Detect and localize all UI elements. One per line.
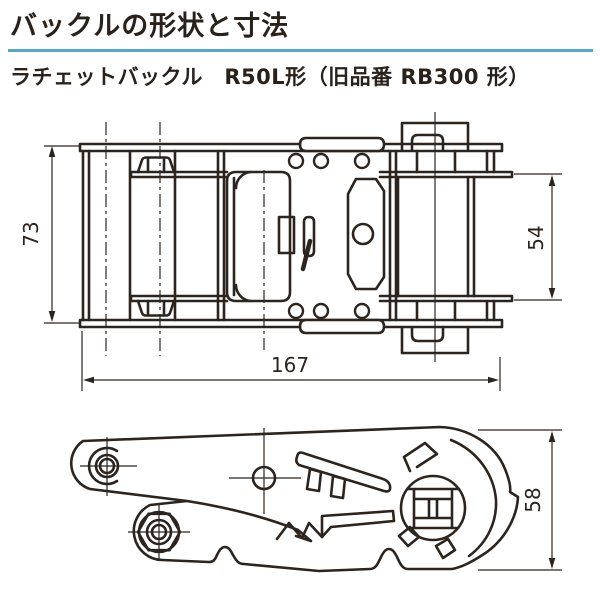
small-hole (229, 428, 301, 514)
ratchet-rack-lower (275, 509, 396, 541)
release-lever (402, 441, 439, 473)
top-view-frame (78, 142, 504, 329)
handle-pivot-hole (80, 437, 137, 496)
split-pin (300, 215, 316, 272)
dim-label-73: 73 (19, 221, 43, 246)
ratchet-rack-upper (295, 451, 392, 500)
handle-crossbar-bottom (298, 318, 386, 335)
side-view-body (69, 425, 520, 573)
hex-nut (128, 504, 190, 560)
page-header: バックルの形状と寸法 ラチェットバックル R50L形（旧品番 RB300 形） (0, 0, 600, 91)
dim-label-54: 54 (524, 225, 548, 250)
handle-crossbar-top (298, 136, 386, 153)
dimension-58-height: 58 (478, 429, 562, 571)
dimension-167-width: 167 (81, 331, 501, 391)
side-view-drawing: 58 (69, 425, 562, 573)
frame-end-assembly (378, 121, 514, 355)
webbing-slot-plate (225, 170, 292, 303)
dim-label-58: 58 (521, 487, 545, 512)
page-title: バックルの形状と寸法 (10, 11, 290, 42)
spring-section (277, 215, 296, 255)
rivets (287, 152, 371, 320)
page-subtitle: ラチェットバックル R50L形（旧品番 RB300 形） (10, 65, 530, 90)
title-underline (8, 49, 593, 53)
dimension-73-height: 73 (19, 145, 80, 324)
webbing-spool (397, 474, 467, 560)
dimension-54-height: 54 (514, 173, 562, 301)
hex-bolt-bottom (136, 299, 176, 317)
hex-bolt-top (136, 156, 176, 174)
top-view-centerlines (105, 112, 436, 362)
pawl-plate (346, 177, 386, 291)
dim-label-167: 167 (271, 353, 309, 377)
top-view-drawing: 73 54 167 (19, 112, 562, 391)
